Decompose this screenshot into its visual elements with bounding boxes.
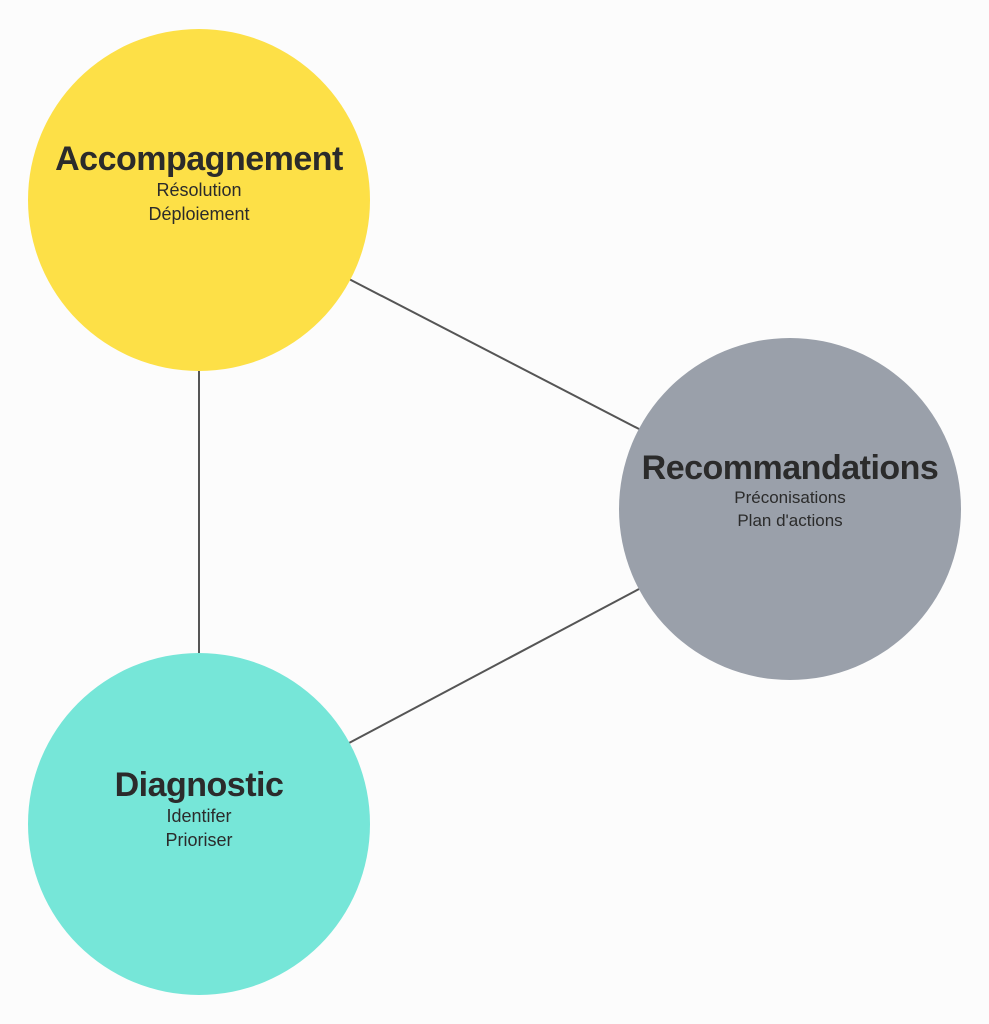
connector-accompagnement-recommandations: [348, 278, 640, 430]
node-title: Recommandations: [641, 449, 939, 488]
connector-recommandations-diagnostic: [348, 588, 640, 744]
node-detail-line: Identifer: [166, 805, 232, 826]
node-title: Diagnostic: [114, 765, 284, 804]
node-detail-line: Résolution: [156, 179, 242, 200]
node-accompagnement: Accompagnement Résolution Déploiement: [28, 29, 370, 371]
node-diagnostic: Diagnostic Identifer Prioriser: [28, 653, 370, 995]
node-recommandations: Recommandations Préconisations Plan d'ac…: [619, 338, 961, 680]
node-title: Accompagnement: [55, 139, 343, 178]
node-detail-line: Déploiement: [148, 203, 250, 224]
node-detail-line: Préconisations: [734, 487, 846, 507]
node-detail-line: Prioriser: [165, 829, 233, 850]
node-detail-line: Plan d'actions: [737, 510, 843, 530]
